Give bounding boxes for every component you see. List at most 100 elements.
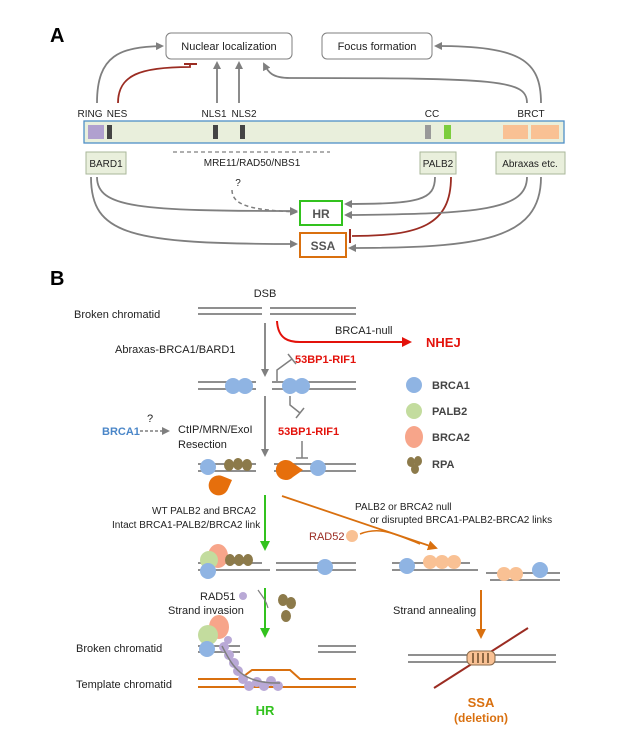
brca1-protein [294, 378, 310, 394]
domain-nls1-label: NLS1 [201, 109, 226, 120]
brca1-null-label: BRCA1-null [335, 325, 392, 337]
abraxas-brca1-bard1-label: Abraxas-BRCA1/BARD1 [115, 344, 235, 356]
legend-palb2-label: PALB2 [432, 406, 467, 418]
palb2-box [419, 151, 457, 175]
abraxas-box [495, 151, 566, 175]
palb2-text: PALB2 [423, 159, 454, 170]
rpa-cluster [225, 554, 253, 566]
bard1-text: BARD1 [89, 159, 123, 170]
brca1-protein [225, 378, 241, 394]
ssa-text: SSA [311, 239, 336, 253]
exonuclease-pacman [208, 475, 232, 496]
exonuclease-pacman-blocked [275, 460, 303, 480]
palb2-protein [198, 625, 218, 645]
brct-domain-1 [503, 125, 528, 139]
brca1-protein [200, 459, 216, 475]
brca1-protein [199, 641, 215, 657]
brca1-protein [237, 378, 253, 394]
ssa-dna [408, 627, 556, 689]
ctip-label: CtIP/MRN/ExoI [178, 424, 253, 436]
brca1-protein [310, 460, 326, 476]
brct-domain-2 [531, 125, 559, 139]
nuclear-localization-text: Nuclear localization [181, 41, 276, 53]
rad52-protein [423, 555, 437, 569]
brca1-ctip-question: ? [147, 413, 153, 425]
focus-formation-text: Focus formation [338, 41, 417, 53]
ssa-outcome-label: SSA [468, 695, 495, 710]
nls1-domain [213, 125, 218, 139]
mre11-text: MRE11/RAD50/NBS1 [204, 158, 301, 169]
arrow-ring-to-nuclear [96, 42, 164, 104]
domain-nes-label: NES [107, 109, 128, 120]
arrow-bard1-to-hr [96, 176, 298, 215]
rad52-protein [346, 530, 358, 542]
inhibit-bar-53bp1-upper [287, 353, 297, 365]
legend-brca2-swatch [405, 426, 423, 448]
rpa-release-line [257, 589, 269, 609]
brca1-protein [399, 558, 415, 574]
deletion-label: (deletion) [454, 711, 508, 725]
resection-label: Resection [178, 439, 227, 451]
domain-nls2-label: NLS2 [231, 109, 256, 120]
mre11-question: ? [235, 178, 241, 189]
nhej-label: NHEJ [426, 335, 461, 350]
arrow-palb2-to-hr [344, 176, 436, 208]
brca1-protein [282, 378, 298, 394]
arrow-mre11-to-hr [231, 189, 298, 216]
null-line2-label: or disrupted BRCA1-PALB2-BRCA2 links [370, 515, 552, 526]
cc-domain [444, 125, 451, 139]
brca1-domain-bar [83, 120, 565, 144]
broken-chromatid-bottom-label: Broken chromatid [76, 643, 162, 655]
inhibit-brca1-53bp1 [289, 396, 301, 414]
inhibit-bar-brca1-53bp1 [295, 407, 305, 419]
abraxas-text: Abraxas etc. [502, 159, 558, 170]
brca1-protein [317, 559, 333, 575]
legend-rpa-swatch [411, 464, 419, 474]
arrow-bard1-to-ssa [90, 176, 298, 248]
rad52-protein [435, 555, 449, 569]
arrow-brct-to-focus [434, 42, 542, 104]
rad52-join-line [359, 530, 421, 545]
rad52-protein [509, 567, 523, 581]
rad52-protein [497, 567, 511, 581]
hr-box [299, 200, 343, 226]
panel-a-label: A [50, 25, 64, 47]
legend-brca1-swatch [406, 377, 422, 393]
domain-cc-label: CC [425, 109, 439, 120]
53bp1-rif1-upper-label: 53BP1-RIF1 [295, 354, 356, 366]
inhibit-nes-to-nuclear [117, 64, 191, 104]
brca1-regulator-label: BRCA1 [102, 426, 140, 438]
dna-step2 [198, 381, 356, 390]
brca1-protein [200, 563, 216, 579]
inhibit-53bp1-upper [276, 358, 293, 381]
invading-strand [221, 645, 281, 684]
bard1-box [85, 151, 127, 175]
broken-chromatid-top-label: Broken chromatid [74, 309, 160, 321]
wt-line2-label: Intact BRCA1-PALB2/BRCA2 link [112, 520, 261, 531]
ring-domain [88, 125, 104, 139]
arrow-to-nhej [276, 320, 412, 347]
domain-brct-label: BRCT [517, 109, 544, 120]
arrow-brct-to-nuclear [263, 62, 528, 104]
strand-annealing-label: Strand annealing [393, 605, 476, 617]
rad51-label: RAD51 [200, 591, 235, 603]
inhibit-palb2-to-ssa [351, 176, 452, 237]
arrow-abraxas-to-ssa [348, 176, 542, 252]
cc-gray-segment [425, 125, 431, 139]
rad52-protein [447, 555, 461, 569]
legend-palb2-swatch [406, 403, 422, 419]
legend-brca1-label: BRCA1 [432, 380, 470, 392]
nes-domain [107, 125, 112, 139]
rpa-cluster [278, 594, 296, 622]
legend-rpa-swatch [414, 456, 422, 466]
domain-ring-label: RING [78, 109, 103, 120]
hr-outcome-label: HR [256, 703, 275, 718]
legend-brca2-label: BRCA2 [432, 432, 470, 444]
hr-text: HR [312, 207, 330, 221]
rad52-label: RAD52 [309, 531, 344, 543]
wt-line1-label: WT PALB2 and BRCA2 [152, 506, 257, 517]
rad51-protein [239, 592, 247, 600]
legend-rpa-label: RPA [432, 459, 454, 471]
panel-b-label: B [50, 268, 64, 290]
